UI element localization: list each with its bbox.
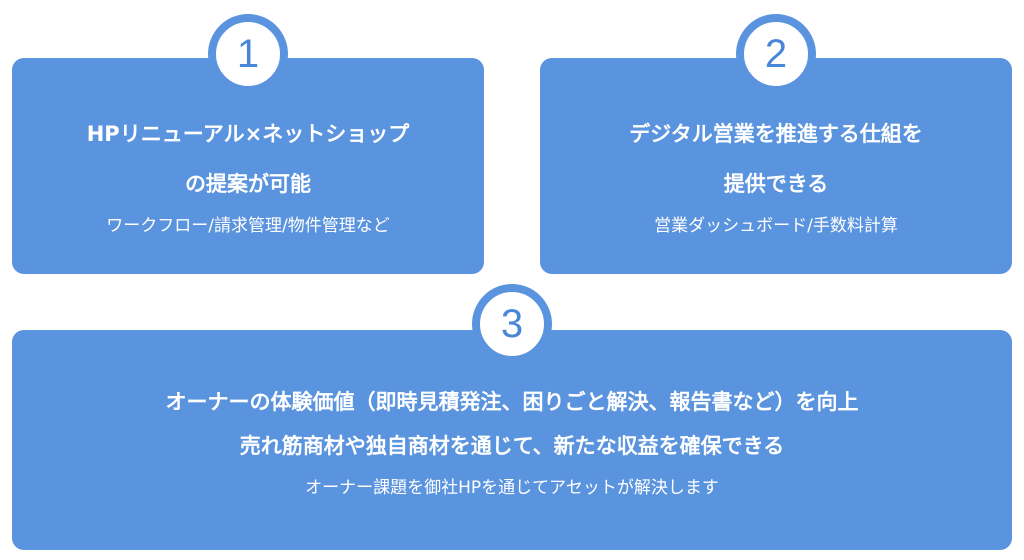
- card-2-heading-line-1: デジタル営業を推進する仕組を: [629, 122, 923, 146]
- card-1-heading-line-1: HPリニューアル×ネットショップ: [86, 122, 410, 146]
- card-1-subtext: ワークフロー/請求管理/物件管理など: [106, 216, 390, 236]
- feature-card-2: デジタル営業を推進する仕組を 提供できる 営業ダッシュボード/手数料計算: [540, 58, 1012, 274]
- card-3-heading-line-2: 売れ筋商材や独自商材を通じて、新たな収益を確保できる: [239, 434, 785, 458]
- card-2-heading-line-2: 提供できる: [723, 172, 829, 196]
- number-badge-2: 2: [736, 14, 816, 94]
- number-badge-3: 3: [472, 284, 552, 364]
- card-1-heading-line-2: の提案が可能: [185, 172, 311, 196]
- card-2-subtext: 営業ダッシュボード/手数料計算: [654, 216, 898, 236]
- card-3-subtext: オーナー課題を御社HPを通じてアセットが解決します: [305, 478, 719, 498]
- number-badge-1: 1: [208, 14, 288, 94]
- card-3-heading-line-1: オーナーの体験価値（即時見積発注、困りごと解決、報告書など）を向上: [165, 390, 859, 414]
- feature-card-3: オーナーの体験価値（即時見積発注、困りごと解決、報告書など）を向上 売れ筋商材や…: [12, 330, 1012, 550]
- feature-card-1: HPリニューアル×ネットショップ の提案が可能 ワークフロー/請求管理/物件管理…: [12, 58, 484, 274]
